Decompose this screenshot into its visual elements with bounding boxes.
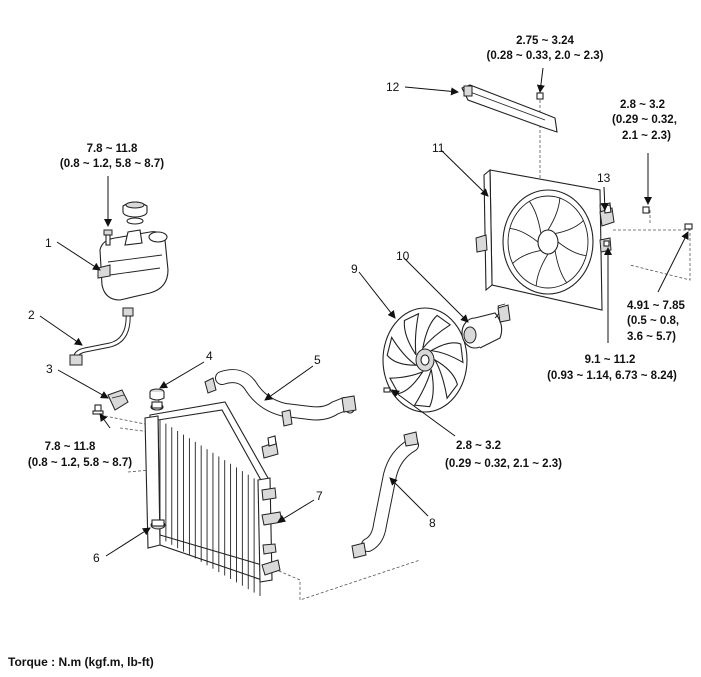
torque-label-shroud-top: 2.8 ~ 3.2 (0.29 ~ 0.32, 2.1 ~ 2.3)	[612, 99, 677, 142]
fan-motor	[461, 303, 511, 349]
callout-2: 2	[28, 308, 35, 322]
upper-hose	[204, 369, 357, 427]
callout-5: 5	[314, 353, 321, 367]
radiator-cap	[149, 388, 165, 411]
lower-hose	[351, 431, 419, 559]
svg-text:(0.8 ~ 1.2, 5.8 ~ 8.7): (0.8 ~ 1.2, 5.8 ~ 8.7)	[60, 158, 164, 170]
svg-text:(0.8 ~ 1.2, 5.8 ~ 8.7): (0.8 ~ 1.2, 5.8 ~ 8.7)	[28, 457, 132, 469]
svg-text:7.8 ~ 11.8: 7.8 ~ 11.8	[45, 441, 96, 453]
radiator	[144, 401, 283, 596]
leader-lines	[39, 67, 689, 557]
callout-10: 10	[396, 249, 410, 263]
svg-text:2.75 ~ 3.24: 2.75 ~ 3.24	[516, 35, 574, 47]
torque-label-shroud-side: 4.91 ~ 7.85 (0.5 ~ 0.8, 3.6 ~ 5.7)	[627, 300, 685, 343]
svg-text:(0.5 ~ 0.8,: (0.5 ~ 0.8,	[627, 315, 679, 327]
torque-units-caption: Torque : N.m (kgf.m, lb-ft)	[8, 655, 154, 669]
svg-text:7.8 ~ 11.8: 7.8 ~ 11.8	[87, 143, 138, 155]
callout-7: 7	[316, 489, 323, 503]
callout-9: 9	[351, 262, 358, 276]
callout-4: 4	[206, 349, 213, 363]
exploded-view-diagram: 1 2 3 4 5 6 7 8 9 10 11 12 13 7.8 ~ 11.8…	[28, 35, 693, 601]
callout-1: 1	[45, 236, 52, 250]
svg-text:(0.28 ~ 0.33, 2.0 ~ 2.3): (0.28 ~ 0.33, 2.0 ~ 2.3)	[487, 50, 604, 62]
svg-text:2.8 ~ 3.2: 2.8 ~ 3.2	[620, 99, 665, 111]
overflow-hose	[69, 307, 134, 366]
callout-3: 3	[46, 362, 53, 376]
torque-label-shroud-bottom: 9.1 ~ 11.2 (0.93 ~ 1.14, 6.73 ~ 8.24)	[547, 354, 677, 382]
callout-13: 13	[597, 171, 611, 185]
torque-label-rail: 2.75 ~ 3.24 (0.28 ~ 0.33, 2.0 ~ 2.3)	[487, 35, 604, 62]
svg-text:4.91 ~ 7.85: 4.91 ~ 7.85	[627, 300, 685, 312]
radiator-bracket	[92, 389, 129, 415]
svg-text:3.6 ~ 5.7): 3.6 ~ 5.7)	[627, 331, 676, 343]
fan-nut	[383, 387, 391, 393]
shroud-bolts	[603, 206, 693, 247]
reservoir-tank	[97, 229, 169, 301]
torque-label-reservoir: 7.8 ~ 11.8 (0.8 ~ 1.2, 5.8 ~ 8.7)	[60, 143, 164, 170]
cooling-fan	[382, 307, 468, 413]
svg-text:(0.29 ~ 0.32, 2.1 ~ 2.3): (0.29 ~ 0.32, 2.1 ~ 2.3)	[445, 458, 562, 470]
reservoir-bolt	[103, 229, 113, 246]
callout-8: 8	[429, 516, 436, 530]
torque-label-bracket: 7.8 ~ 11.8 (0.8 ~ 1.2, 5.8 ~ 8.7)	[28, 441, 132, 469]
fan-shroud	[475, 168, 612, 311]
callout-11: 11	[432, 141, 445, 155]
svg-text:(0.29 ~ 0.32,: (0.29 ~ 0.32,	[612, 114, 677, 126]
svg-text:2.1 ~ 2.3): 2.1 ~ 2.3)	[622, 130, 671, 142]
callout-12: 12	[386, 80, 400, 94]
svg-text:2.8 ~ 3.2: 2.8 ~ 3.2	[456, 440, 501, 452]
radiator-mount-clip	[261, 435, 279, 459]
reservoir-cap	[122, 201, 148, 225]
torque-label-fan-nut: 2.8 ~ 3.2 (0.29 ~ 0.32, 2.1 ~ 2.3)	[445, 440, 562, 470]
upper-mounting-rail	[461, 84, 558, 133]
callout-numbers: 1 2 3 4 5 6 7 8 9 10 11 12 13	[28, 80, 611, 565]
drain-plug	[150, 519, 166, 530]
svg-text:9.1 ~ 11.2: 9.1 ~ 11.2	[585, 354, 636, 366]
svg-text:(0.93 ~ 1.14, 6.73 ~ 8.24): (0.93 ~ 1.14, 6.73 ~ 8.24)	[547, 370, 677, 382]
callout-6: 6	[93, 551, 100, 565]
